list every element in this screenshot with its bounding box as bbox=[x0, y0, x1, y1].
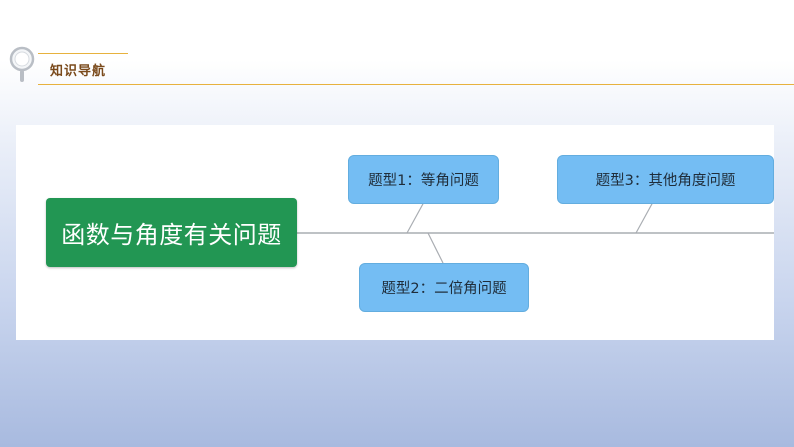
subtopic-node-3: 题型3：其他角度问题 bbox=[557, 155, 774, 204]
subtopic-label: 题型1：等角问题 bbox=[368, 173, 479, 189]
subtopic-node-1: 题型1：等角问题 bbox=[348, 155, 499, 204]
header-divider-bottom bbox=[38, 84, 794, 85]
header-divider-top bbox=[38, 53, 128, 54]
main-topic-node: 函数与角度有关问题 bbox=[46, 198, 297, 267]
magnifier-icon bbox=[9, 46, 35, 82]
section-title: 知识导航 bbox=[50, 64, 107, 79]
main-topic-label: 函数与角度有关问题 bbox=[61, 221, 282, 249]
subtopic-node-2: 题型2：二倍角问题 bbox=[359, 263, 529, 312]
subtopic-label: 题型2：二倍角问题 bbox=[381, 281, 507, 297]
subtopic-label: 题型3：其他角度问题 bbox=[595, 173, 736, 189]
